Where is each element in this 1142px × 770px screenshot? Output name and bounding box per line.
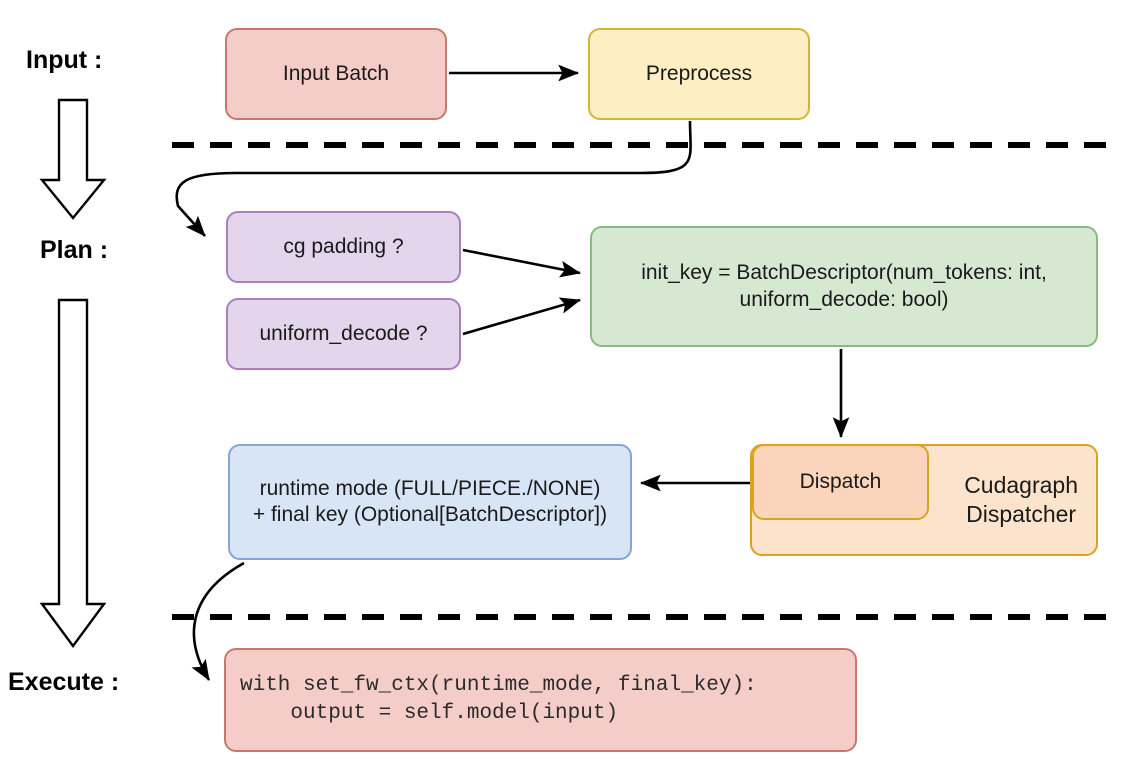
cudagraph-dispatcher-line-1: Cudagraph (964, 472, 1078, 499)
init-key-line-1: init_key = BatchDescriptor(num_tokens: i… (641, 261, 1047, 285)
input-batch-label: Input Batch (282, 61, 390, 85)
stage-label-plan: Plan : (40, 236, 109, 264)
execute-code-line-2: output = self.model(input) (240, 702, 619, 725)
init-key-line-2: uniform_decode: bool) (739, 287, 949, 311)
uniform-decode-label: uniform_decode ? (259, 321, 428, 345)
uniform-decode-node[interactable]: uniform_decode ? (226, 298, 461, 370)
execute-code-line-1: with set_fw_ctx(runtime_mode, final_key)… (240, 673, 757, 697)
cudagraph-dispatcher-line-2: Dispatcher (966, 501, 1077, 527)
uniform-decode-to-init-key-arrow (462, 297, 581, 336)
stage-label-input: Input : (26, 46, 103, 74)
stage-label-execute: Execute : (8, 668, 120, 696)
dispatch-label: Dispatch (799, 469, 882, 493)
runtime-mode-line-2: + final key (Optional[BatchDescriptor]) (252, 503, 608, 526)
cg-padding-to-init-key-arrow (462, 248, 582, 278)
preprocess-label: Preprocess (645, 61, 753, 85)
dispatch-node[interactable]: Dispatch (752, 444, 929, 520)
init-key-batchdescriptor-node[interactable]: init_key = BatchDescriptor(num_tokens: i… (590, 226, 1098, 347)
input-to-plan-block-arrow (39, 98, 107, 220)
cg-padding-node[interactable]: cg padding ? (226, 211, 461, 283)
runtime-mode-node[interactable]: runtime mode (FULL/PIECE./NONE) + final … (228, 444, 632, 560)
preprocess-node[interactable]: Preprocess (588, 28, 810, 120)
runtime-mode-line-1: runtime mode (FULL/PIECE./NONE) (259, 476, 601, 500)
plan-to-execute-block-arrow (39, 298, 107, 649)
cg-padding-label: cg padding ? (283, 234, 404, 258)
execute-code-node[interactable]: with set_fw_ctx(runtime_mode, final_key)… (224, 648, 857, 752)
input-batch-node[interactable]: Input Batch (225, 28, 447, 120)
